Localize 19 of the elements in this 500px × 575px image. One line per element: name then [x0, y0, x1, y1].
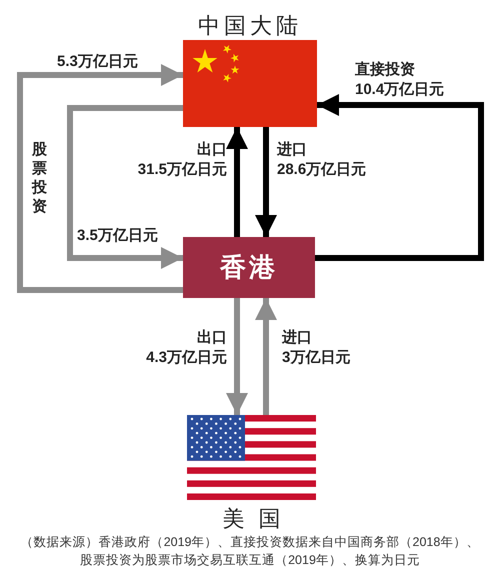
- caption: （数据来源）香港政府（2019年）、直接投资数据来自中国商务部（2018年）、股票投资为股票市场交易互联互通（2019年）、换算为日元: [20, 534, 480, 569]
- arrow: [255, 127, 277, 237]
- side-label: 股票投资: [32, 140, 48, 216]
- arrow: [226, 127, 248, 237]
- edge-label: 进口 3万亿日元: [282, 328, 350, 368]
- arrow: [226, 298, 248, 415]
- arrow: [315, 94, 484, 261]
- country-name: 美国: [222, 505, 294, 533]
- edge-label: 5.3万亿日元: [57, 52, 138, 72]
- region-box: 香港: [183, 237, 315, 298]
- arrow: [17, 64, 183, 293]
- edge-label: 3.5万亿日元: [77, 226, 158, 246]
- arrow: [67, 105, 183, 269]
- country-name: 中国大陆: [198, 12, 302, 40]
- edge-label: 出口 4.3万亿日元: [146, 328, 227, 368]
- arrow: [255, 298, 277, 415]
- edge-label: 出口 31.5万亿日元: [138, 140, 227, 180]
- edge-label: 进口 28.6万亿日元: [277, 140, 366, 180]
- edge-label: 直接投资 10.4万亿日元: [355, 60, 444, 100]
